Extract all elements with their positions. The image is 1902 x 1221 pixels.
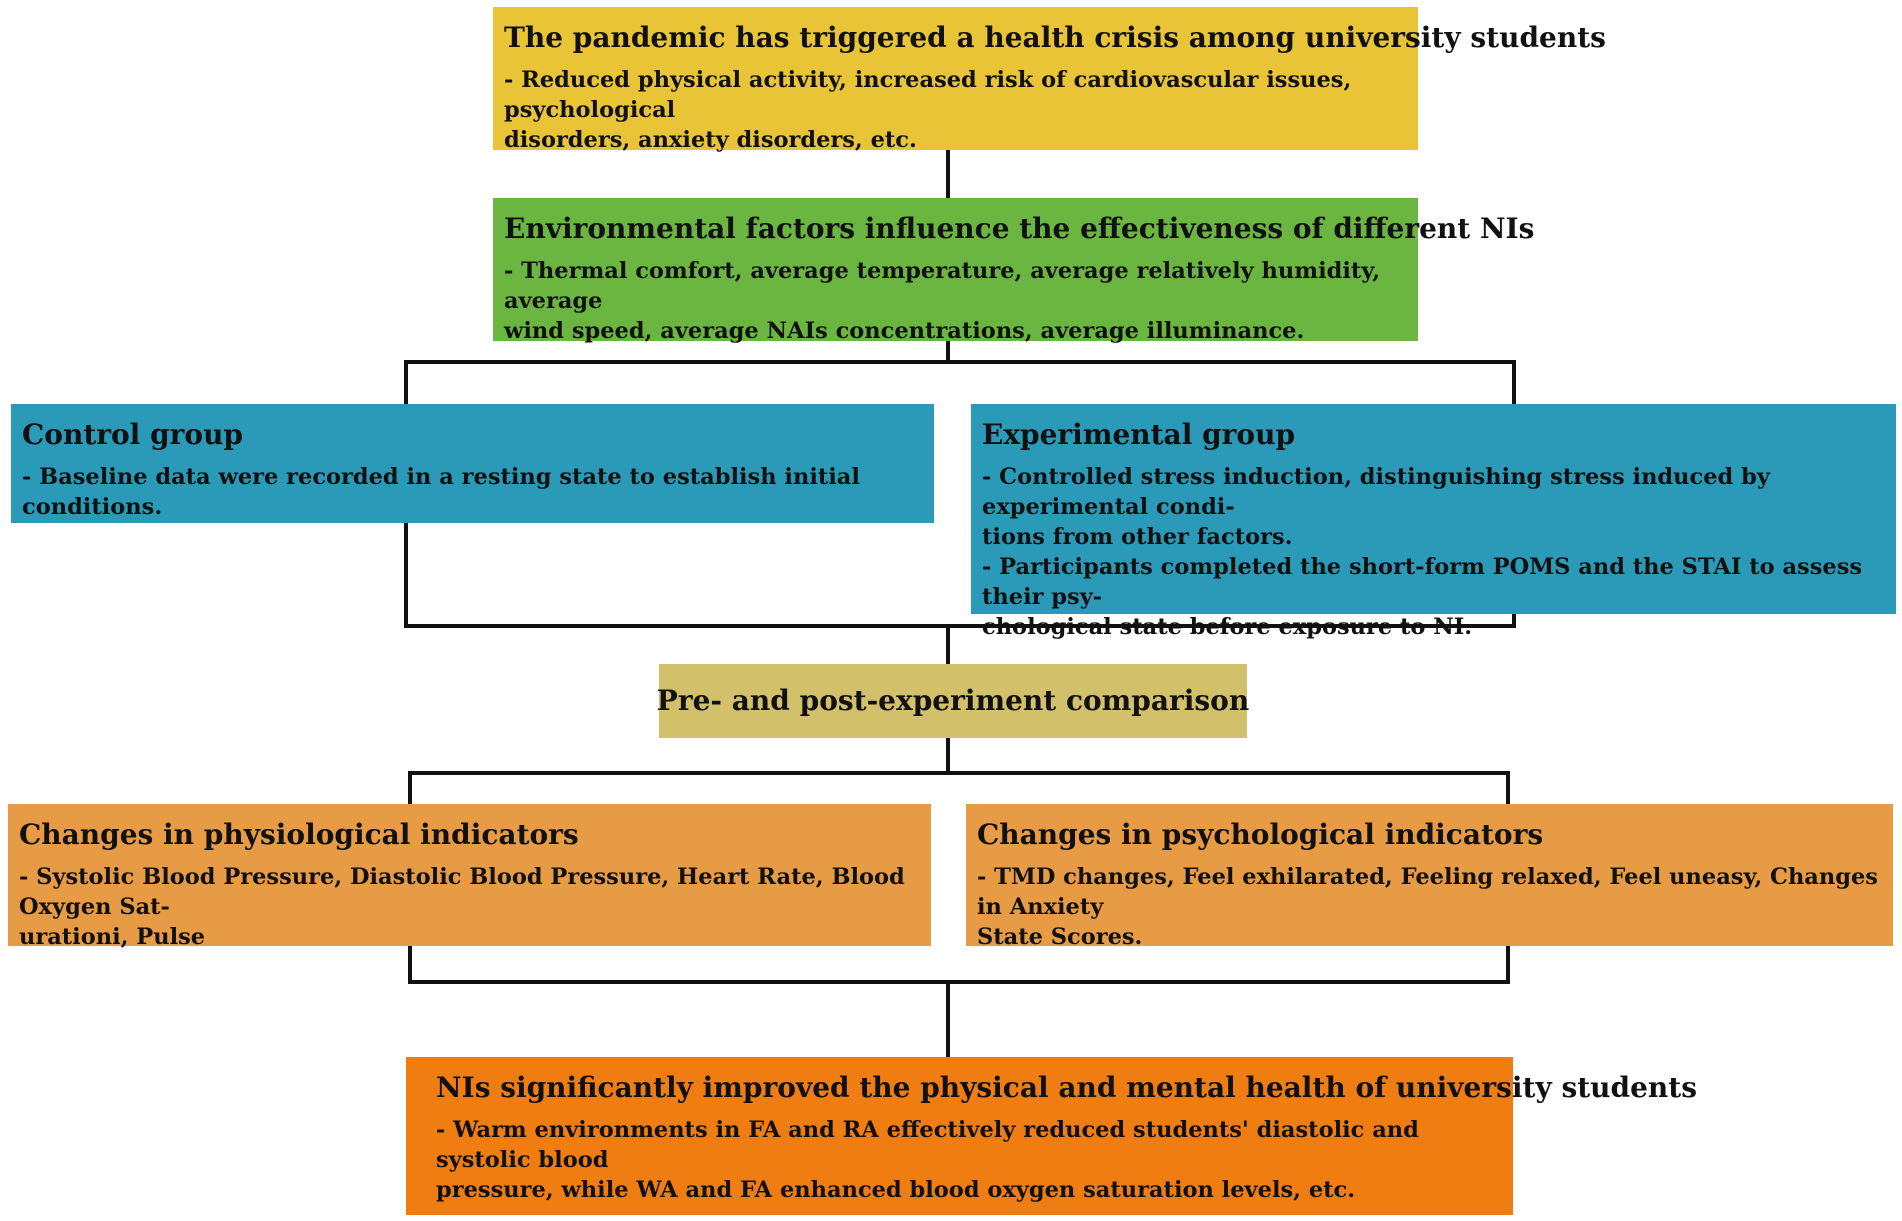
detail-line: pressure, while WA and FA enhanced blood…: [436, 1177, 1356, 1203]
control-group-box: Control group - Baseline data were recor…: [11, 404, 934, 523]
detail-line: urationi, Pulse: [19, 924, 206, 950]
pandemic-crisis-details: - Reduced physical activity, increased r…: [504, 65, 1407, 155]
pandemic-crisis-title: The pandemic has triggered a health cris…: [504, 21, 1606, 54]
connector-groups-bracket-top: [404, 360, 1516, 404]
physiological-indicators-box: Changes in physiological indicators - Sy…: [8, 804, 931, 950]
detail-line: State Scores.: [977, 924, 1143, 950]
connector-indicators-bracket-top: [408, 771, 1510, 804]
experimental-group-details: - Controlled stress induction, distingui…: [982, 462, 1885, 642]
psychological-indicators-box: Changes in psychological indicators - TM…: [966, 804, 1893, 950]
experimental-group-title: Experimental group: [982, 418, 1296, 451]
detail-line: tions from other factors.: [982, 524, 1293, 550]
physiological-indicators-details: - Systolic Blood Pressure, Diastolic Blo…: [19, 862, 920, 952]
environmental-factors-details: - Thermal comfort, average temperature, …: [504, 256, 1407, 346]
outcome-title: NIs significantly improved the physical …: [436, 1071, 1697, 1104]
outcome-details: - Warm environments in FA and RA effecti…: [436, 1115, 1502, 1205]
detail-line: - Systolic Blood Pressure, Diastolic Blo…: [19, 864, 905, 920]
psychological-indicators-title: Changes in psychological indicators: [977, 818, 1544, 851]
connector-groups-bracket-bottom: [404, 523, 1516, 628]
psychological-indicators-details: - TMD changes, Feel exhilarated, Feeling…: [977, 862, 1882, 952]
connector-group: [404, 150, 1516, 1057]
detail-line: - Reduced physical activity, increased r…: [504, 67, 1352, 123]
physiological-indicators-title: Changes in physiological indicators: [19, 818, 579, 851]
detail-line: - Participants completed the short-form …: [982, 554, 1863, 610]
experimental-group-box: Experimental group - Controlled stress i…: [971, 404, 1896, 640]
detail-line: - Warm environments in FA and RA effecti…: [436, 1117, 1419, 1173]
connector-indicators-bracket-bottom: [408, 946, 1510, 984]
control-group-details: - Baseline data were recorded in a resti…: [22, 462, 923, 522]
pandemic-crisis-box: The pandemic has triggered a health cris…: [493, 7, 1606, 153]
environmental-factors-title: Environmental factors influence the effe…: [504, 212, 1535, 245]
detail-line: - Thermal comfort, average temperature, …: [504, 258, 1381, 314]
comparison-box: Pre- and post-experiment comparison: [656, 664, 1250, 738]
detail-line: - Controlled stress induction, distingui…: [982, 464, 1770, 520]
environmental-factors-box: Environmental factors influence the effe…: [493, 198, 1535, 344]
detail-line: disorders, anxiety disorders, etc.: [504, 127, 917, 153]
control-group-title: Control group: [22, 418, 244, 451]
outcome-box: NIs significantly improved the physical …: [406, 1057, 1697, 1215]
detail-line: - Baseline data were recorded in a resti…: [22, 464, 860, 520]
comparison-title: Pre- and post-experiment comparison: [656, 684, 1250, 717]
detail-line: chological state before exposure to NI.: [982, 614, 1473, 640]
detail-line: wind speed, average NAIs concentrations,…: [504, 318, 1305, 344]
detail-line: - TMD changes, Feel exhilarated, Feeling…: [977, 864, 1878, 920]
